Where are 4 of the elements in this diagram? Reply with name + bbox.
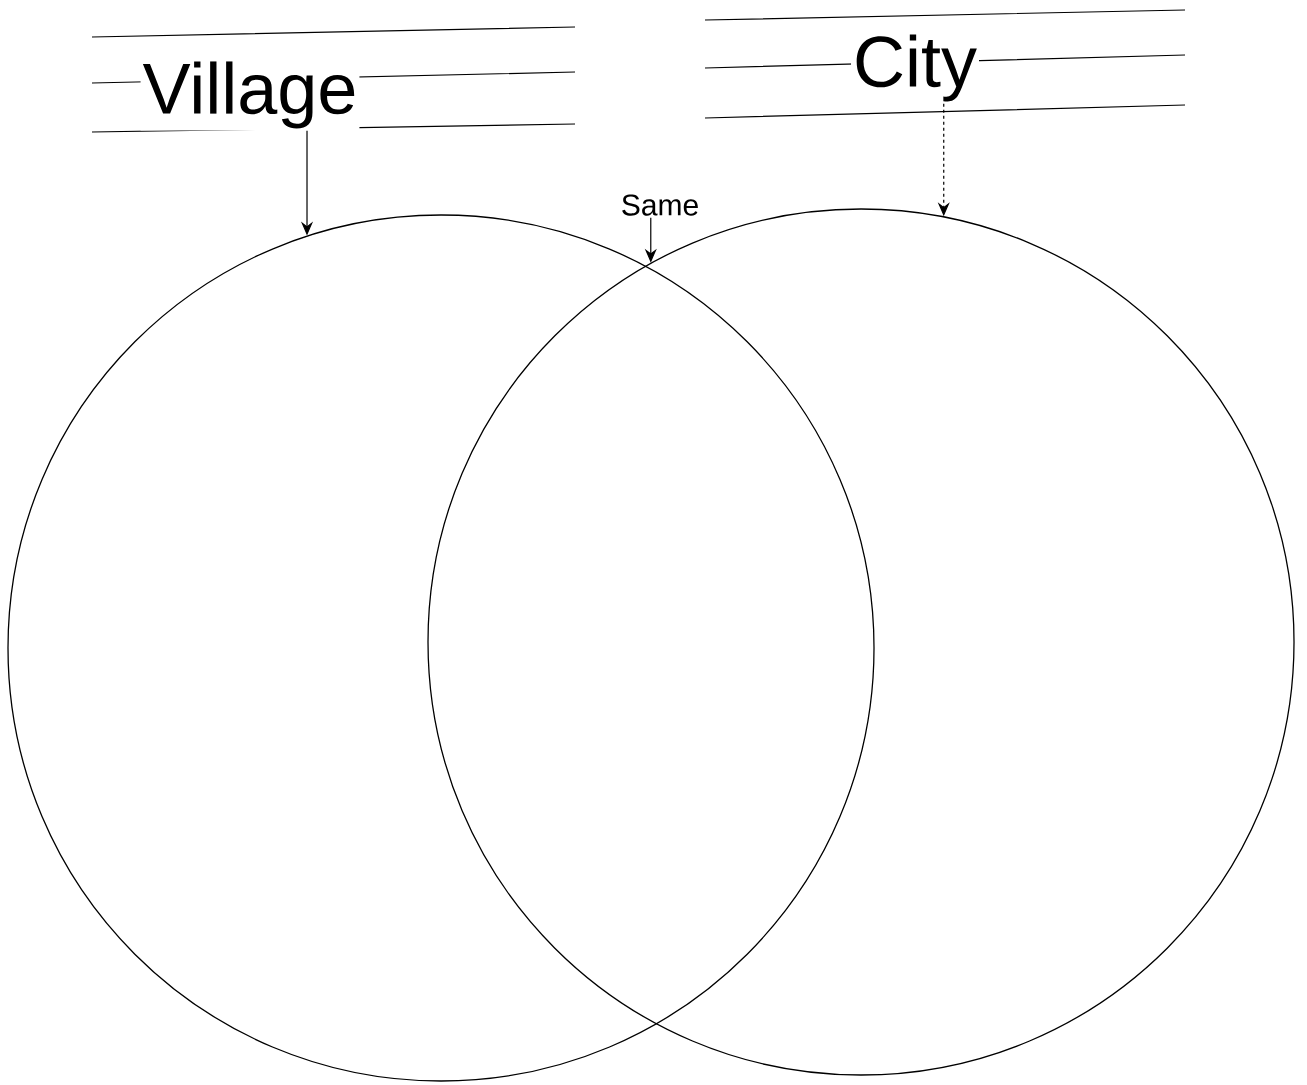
handwritten-label: City: [851, 32, 979, 104]
handwritten-label: Village: [140, 59, 360, 131]
handwritten-label: Same: [618, 192, 702, 218]
venn-circle: [7, 214, 875, 1082]
